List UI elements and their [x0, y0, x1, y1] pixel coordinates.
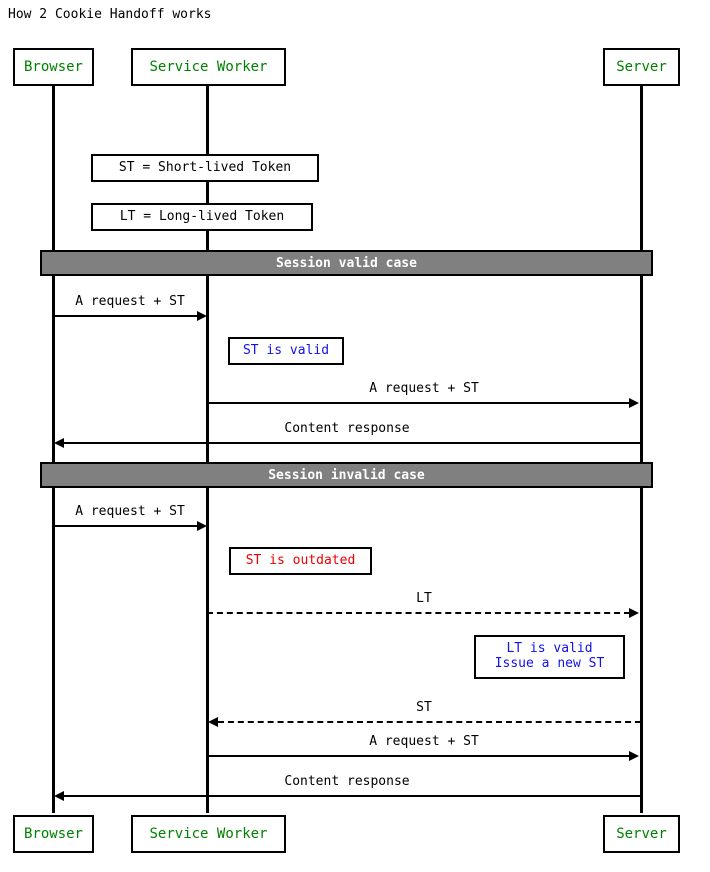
section-bar-session-valid-label: Session valid case	[276, 255, 417, 271]
message-arrowhead-6	[208, 717, 218, 727]
participant-footer-service-worker[interactable]: Service Worker	[131, 815, 286, 853]
participant-header-server[interactable]: Server	[603, 48, 680, 86]
message-label-6: ST	[207, 700, 641, 715]
message-label-3-text: Content response	[284, 421, 410, 436]
participant-header-browser-label: Browser	[23, 59, 83, 75]
message-line-1	[53, 315, 198, 317]
diagram-title: How 2 Cookie Handoff works	[8, 7, 212, 22]
message-label-7-text: A request + ST	[369, 734, 479, 749]
note-st-is-valid: ST is valid	[228, 337, 344, 365]
message-line-3	[64, 442, 642, 444]
note-lt-is-valid-line2: Issue a new ST	[494, 656, 605, 671]
message-label-1-text: A request + ST	[75, 294, 185, 309]
message-arrowhead-8	[54, 791, 64, 801]
note-short-lived-token: ST = Short-lived Token	[91, 154, 319, 182]
participant-header-service-worker-label: Service Worker	[149, 59, 268, 75]
participant-header-service-worker[interactable]: Service Worker	[131, 48, 286, 86]
note-st-is-valid-line1: ST is valid	[242, 342, 330, 358]
message-line-5	[207, 612, 630, 614]
note-long-lived-token-text: LT = Long-lived Token	[119, 208, 285, 224]
participant-footer-server[interactable]: Server	[603, 815, 680, 853]
message-arrowhead-7	[629, 751, 639, 761]
participant-footer-browser-label: Browser	[23, 826, 83, 842]
message-line-8	[64, 795, 642, 797]
section-bar-session-invalid-label: Session invalid case	[268, 467, 425, 483]
message-label-5: LT	[207, 591, 641, 606]
note-st-is-outdated-line1: ST is outdated	[245, 552, 356, 568]
lifeline-service-worker	[206, 86, 209, 813]
note-lt-is-valid: LT is valid Issue a new ST	[474, 635, 625, 679]
message-arrowhead-5	[629, 608, 639, 618]
message-arrowhead-2	[629, 398, 639, 408]
message-label-3: Content response	[53, 421, 641, 436]
message-line-7	[207, 755, 630, 757]
message-arrowhead-4	[197, 521, 207, 531]
message-label-4: A request + ST	[52, 504, 208, 519]
message-label-6-text: ST	[416, 700, 432, 715]
participant-footer-service-worker-label: Service Worker	[149, 826, 268, 842]
message-label-2-text: A request + ST	[369, 381, 479, 396]
participant-footer-server-label: Server	[616, 826, 667, 842]
note-long-lived-token: LT = Long-lived Token	[91, 203, 313, 231]
lifeline-browser	[52, 86, 55, 813]
section-bar-session-valid: Session valid case	[40, 250, 653, 276]
message-label-5-text: LT	[416, 591, 432, 606]
participant-header-browser[interactable]: Browser	[13, 48, 94, 86]
message-arrowhead-1	[197, 311, 207, 321]
message-line-4	[53, 525, 198, 527]
message-label-8: Content response	[53, 774, 641, 789]
participant-header-server-label: Server	[616, 59, 667, 75]
message-label-1: A request + ST	[52, 294, 208, 309]
message-label-2: A request + ST	[207, 381, 641, 396]
message-label-4-text: A request + ST	[75, 504, 185, 519]
participant-footer-browser[interactable]: Browser	[13, 815, 94, 853]
note-lt-is-valid-line1: LT is valid	[506, 641, 593, 657]
message-label-8-text: Content response	[284, 774, 410, 789]
section-bar-session-invalid: Session invalid case	[40, 462, 653, 488]
message-line-6	[218, 721, 641, 723]
message-label-7: A request + ST	[207, 734, 641, 749]
lifeline-server	[640, 86, 643, 813]
note-short-lived-token-text: ST = Short-lived Token	[118, 159, 292, 175]
message-arrowhead-3	[54, 438, 64, 448]
message-line-2	[207, 402, 630, 404]
note-st-is-outdated: ST is outdated	[229, 547, 372, 575]
